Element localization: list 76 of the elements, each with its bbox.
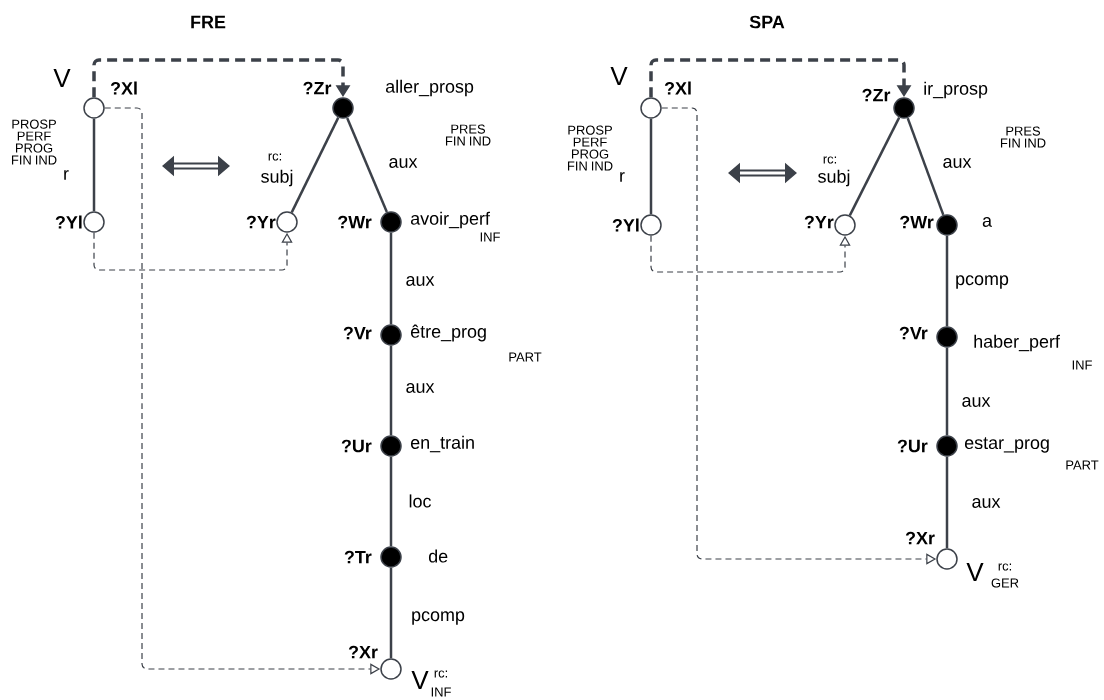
lexeme-label: haber_perf [974,334,1060,352]
feature-list: PRES FIN IND [1001,126,1046,148]
lexeme-label: ir_prosp [924,81,988,99]
variable-label: ?Yr [804,215,834,229]
dependency-line [649,118,653,215]
role-label: rc: [823,156,836,164]
edge-label: aux [970,497,1002,509]
dependency-line [945,235,949,327]
edge-label: r [618,171,626,183]
lexeme-label: en_train [410,435,474,453]
feature-label: rc: [434,670,447,678]
variable-label: ?Ur [341,439,372,453]
feature-label: INF [431,687,451,697]
variable-label: ?Ur [897,439,928,453]
dependency-line [389,345,393,436]
edge-label: r [62,169,70,181]
dependency-line [389,567,393,659]
edge-label: loc [407,493,433,509]
variable-label: ?Zr [862,88,891,102]
category-label: V [411,671,429,689]
dashed-arrow [93,232,293,271]
lexeme-label: aller_prosp [385,79,474,97]
edge-label: aux [960,396,992,408]
feature-list: PROSP PERF PROG FIN IND [568,125,613,171]
variable-label: ?Yl [612,218,639,232]
dependency-line [945,347,949,436]
feature-label: PART [509,352,542,362]
lexeme-label: de [428,549,448,563]
edge-label: aux [941,157,973,169]
lexeme-label: être_prog [410,324,486,342]
lexeme-label: estar_prog [964,437,1049,453]
variable-label: ?Vr [343,326,372,340]
dependency-line [906,117,945,216]
dashed-arrow [649,58,912,98]
variable-label: ?Vr [899,326,928,340]
dependency-line [92,118,96,212]
dependency-line [945,456,949,549]
category-label: V [966,563,984,581]
edge-label: aux [387,157,419,169]
variable-label: ?Zr [303,81,332,95]
dashed-arrow [92,58,351,98]
feature-label: INF [480,232,500,242]
role-label: rc: [268,153,281,161]
category-label: V [53,69,71,87]
feature-label: GER [991,578,1019,588]
variable-label: ?Xl [110,81,137,95]
variable-label: ?Tr [344,550,372,564]
variable-label: ?Wr [900,215,934,229]
dependency-line [389,232,393,325]
panel-title: SPA [749,15,785,29]
feature-list: PRES FIN IND [446,124,491,146]
dependency-line [389,456,393,547]
panel-title: FRE [191,15,226,29]
feature-list: PROSP PERF PROG FIN IND [12,119,57,165]
dependency-line [848,117,901,216]
lexeme-label: a [982,217,992,227]
dependency-line [346,117,388,213]
dependency-line [290,117,340,213]
feature-label: rc: [998,563,1011,571]
category-label: V [610,67,628,85]
variable-label: ?Yl [55,215,82,229]
feature-label: INF [1072,360,1092,370]
edge-label: aux [404,382,436,394]
feature-label: PART [1066,460,1099,470]
edge-label: subj [816,168,852,188]
lexeme-label: avoir_perf [410,211,490,229]
variable-label: ?Wr [338,215,372,229]
variable-label: ?Xr [905,531,935,545]
dashed-arrow [650,235,851,273]
variable-label: ?Xl [664,81,691,95]
edge-label: pcomp [410,610,466,626]
variable-label: ?Xr [348,645,378,659]
edge-label: subj [259,168,295,188]
edge-label: aux [404,275,436,287]
edge-label: pcomp [954,274,1010,290]
variable-label: ?Yr [246,215,276,229]
